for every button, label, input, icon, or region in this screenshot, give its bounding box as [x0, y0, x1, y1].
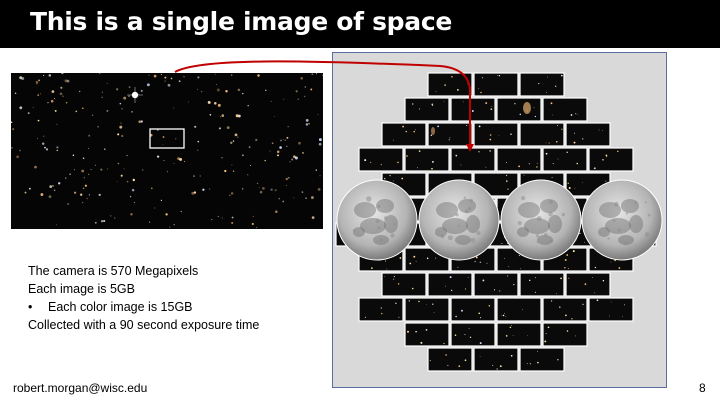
bullet-dot-icon: • [28, 300, 33, 314]
bullet-line-2: Each image is 5GB [28, 282, 135, 296]
highlight-box [149, 128, 185, 149]
bullet-line-3: • Each color image is 15GB [28, 298, 259, 316]
title-bar: This is a single image of space [0, 0, 720, 48]
bullet-line-3-text: Each color image is 15GB [48, 300, 193, 314]
moon-icon [336, 179, 418, 261]
slide-title: This is a single image of space [30, 7, 453, 36]
moon-icon [418, 179, 500, 261]
footer-email: robert.morgan@wisc.edu [13, 381, 148, 395]
slide-body: The camera is 570 Megapixels Each image … [28, 262, 259, 334]
arrowhead-icon [466, 144, 474, 152]
page-number: 8 [699, 381, 706, 395]
moon-icon [500, 179, 582, 261]
star-field-icon [11, 73, 323, 229]
bullet-line-4: Collected with a 90 second exposure time [28, 318, 260, 332]
ccd-mosaic-icon [335, 72, 663, 372]
moon-icon [581, 179, 663, 261]
connector-line [174, 60, 471, 146]
focal-plane-image [332, 52, 667, 388]
star-field-image [11, 73, 323, 229]
bullet-line-1: The camera is 570 Megapixels [28, 264, 199, 278]
